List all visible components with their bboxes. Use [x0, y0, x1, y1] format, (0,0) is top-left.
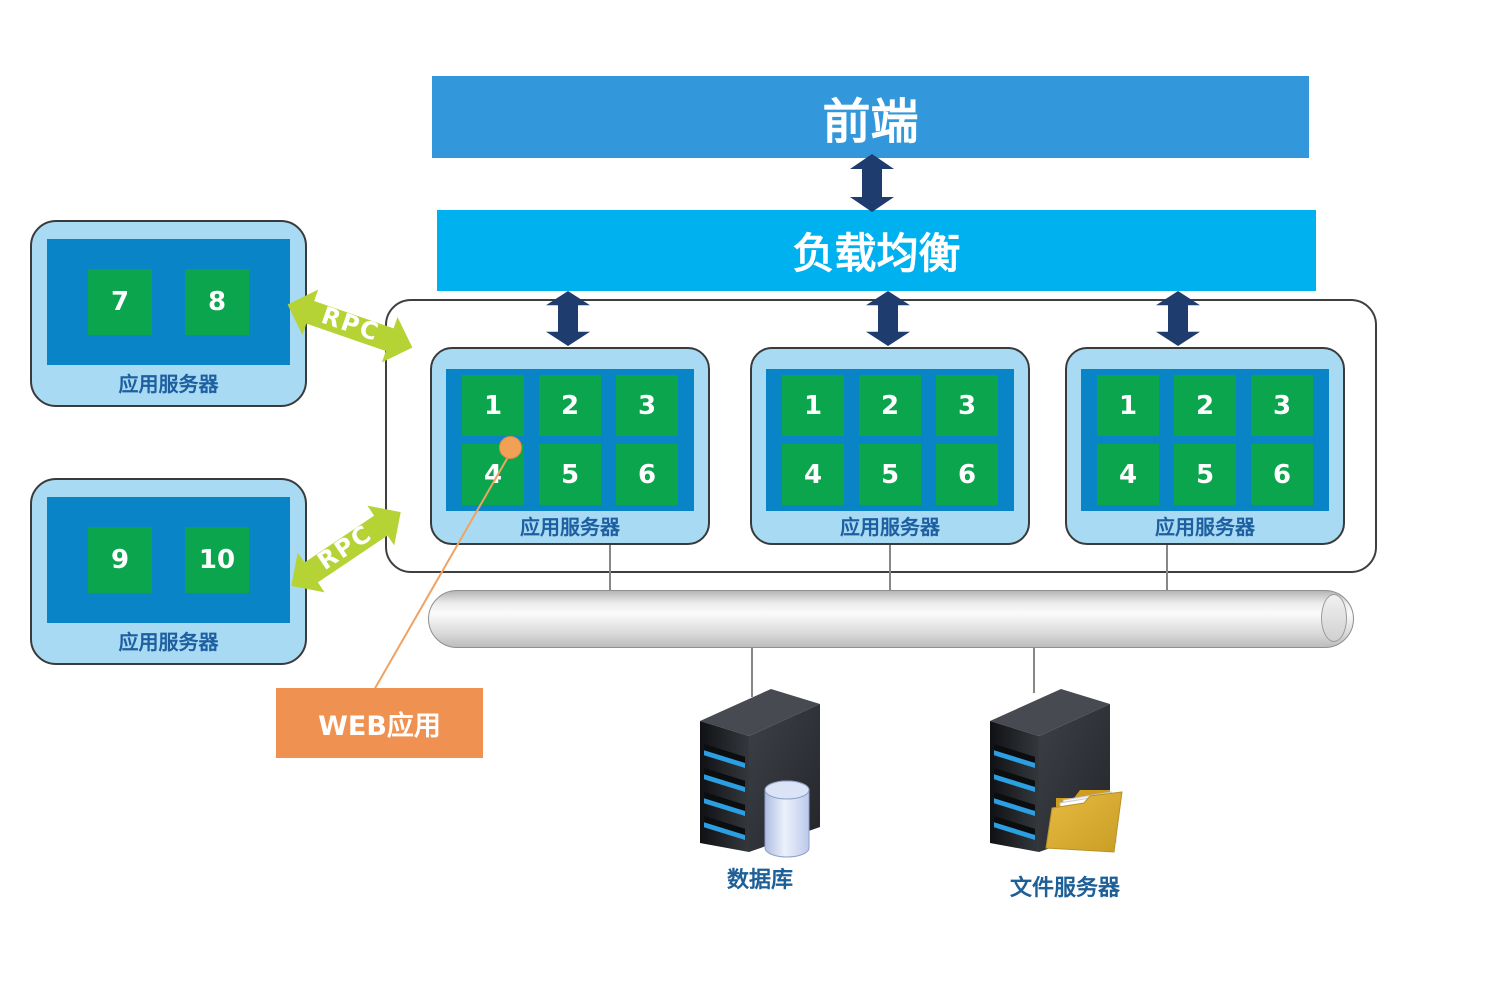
file-server-icon: [990, 689, 1123, 853]
app-slot: 7: [88, 269, 152, 335]
app-slot: 3: [936, 375, 998, 436]
app-slot: 1: [1097, 375, 1159, 436]
file-server-label: 文件服务器: [1009, 876, 1120, 901]
frontend-bar: 前端: [432, 76, 1309, 158]
app-slot: 6: [936, 444, 998, 505]
app-slot: 6: [1251, 444, 1313, 505]
app-slot: 2: [539, 375, 601, 436]
app-slot: 2: [859, 375, 921, 436]
app-server-chassis: 1 2 3 4 5 6: [766, 369, 1014, 511]
app-slot: 1: [782, 375, 844, 436]
web-app-label: WEB应用: [318, 710, 441, 742]
app-slot: 2: [1174, 375, 1236, 436]
database-label: 数据库: [726, 868, 793, 893]
database-cylinder-icon: [764, 780, 810, 858]
app-slot: 3: [1251, 375, 1313, 436]
double-arrow-icon: [291, 505, 401, 593]
app-server-label: 应用服务器: [118, 630, 219, 654]
app-server-box-2: 1 2 3 4 5 6 应用服务器: [750, 347, 1030, 545]
connector-line: [1166, 545, 1168, 591]
tower-drive-slots: [994, 744, 1035, 840]
app-slot: 8: [185, 269, 249, 335]
tower-top-face: [990, 689, 1110, 736]
rpc-arrow: RPC: [278, 278, 421, 374]
updown-arrow-icon: [546, 291, 590, 346]
updown-arrow-icon: [866, 291, 910, 346]
load-balancer-bar: 负载均衡: [437, 210, 1316, 291]
double-arrow-icon: [287, 289, 413, 363]
tower-top-face: [700, 689, 820, 736]
app-slot: 4: [782, 444, 844, 505]
folder-icon: [1045, 790, 1123, 853]
frontend-label: 前端: [822, 94, 919, 150]
app-slot: 5: [859, 444, 921, 505]
bus-pipe: [428, 590, 1354, 648]
rpc-arrow: RPC: [276, 489, 417, 609]
connector-line: [889, 545, 891, 591]
web-app-callout: WEB应用: [276, 688, 483, 758]
updown-arrow-icon: [1156, 291, 1200, 346]
app-server-chassis: 7 8: [47, 239, 290, 365]
tower-drive-slots: [704, 744, 745, 840]
database-server-icon: [700, 689, 820, 858]
rpc-app-server-box-1: 7 8 应用服务器: [30, 220, 307, 407]
load-balancer-label: 负载均衡: [792, 229, 961, 278]
callout-line: [373, 449, 513, 691]
app-server-label: 应用服务器: [118, 372, 219, 396]
app-slot: 9: [88, 527, 152, 593]
connector-line: [1033, 647, 1035, 693]
connector-line: [609, 545, 611, 591]
callout-dot: [499, 436, 522, 459]
pipe-end-cap: [1321, 594, 1347, 642]
app-server-label: 应用服务器: [1155, 515, 1255, 539]
app-server-chassis: 9 10: [47, 497, 290, 623]
app-server-label: 应用服务器: [840, 515, 940, 539]
app-slot: 4: [1097, 444, 1159, 505]
app-slot: 10: [185, 527, 249, 593]
app-slot: 3: [616, 375, 678, 436]
app-server-chassis: 1 2 3 4 5 6: [1081, 369, 1329, 511]
app-slot: 5: [539, 444, 601, 505]
app-server-label: 应用服务器: [520, 515, 620, 539]
connector-line: [751, 647, 753, 697]
app-slot: 6: [616, 444, 678, 505]
app-server-chassis: 1 2 3 4 5 6: [446, 369, 694, 511]
app-slot: 5: [1174, 444, 1236, 505]
updown-arrow-icon: [850, 154, 894, 212]
app-server-box-3: 1 2 3 4 5 6 应用服务器: [1065, 347, 1345, 545]
rpc-app-server-box-2: 9 10 应用服务器: [30, 478, 307, 665]
app-slot: 1: [462, 375, 524, 436]
